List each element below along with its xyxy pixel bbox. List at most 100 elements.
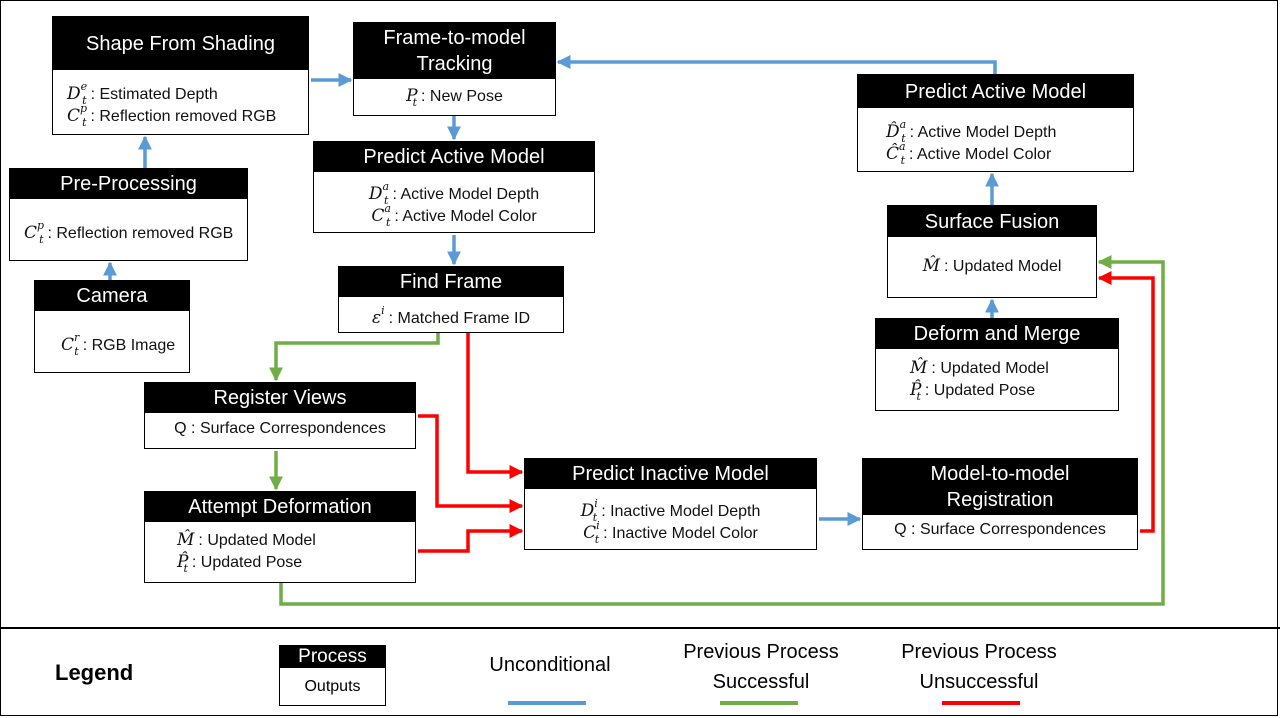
output-label: : Updated Pose — [191, 554, 303, 571]
output-row: Dat: Active Model Depth — [369, 180, 540, 207]
model-to-model-registration-node: Model-to-model Registration Q : Surface C… — [862, 458, 1138, 550]
node-title: Frame-to-model Tracking — [354, 23, 555, 79]
output-symbol: Dat — [368, 180, 390, 207]
output-row: M̂: Updated Model — [910, 358, 1118, 380]
legend-unconditional-line — [508, 701, 586, 705]
output-label: Q : Surface Correspondences — [174, 419, 386, 437]
output-row: M̂: Updated Model — [177, 530, 415, 552]
legend-unconditional-label: Unconditional — [489, 654, 611, 676]
legend-process-sample: Process Outputs — [279, 645, 386, 706]
legend-title: Legend — [55, 660, 134, 685]
legend-divider — [0, 627, 1280, 629]
find-frame-node: Find Frame εi: Matched Frame ID — [338, 266, 564, 333]
output-row: Dit: Inactive Model Depth — [581, 497, 761, 524]
node-title: Attempt Deformation — [145, 492, 415, 522]
m2m-to-fusion-arrow — [1097, 271, 1155, 533]
attempt-to-inactive-arrow — [418, 524, 524, 553]
predict-active-hat-to-tracking-arrow — [556, 55, 997, 74]
output-symbol: Cpt — [67, 102, 88, 129]
node-title: Predict Active Model — [858, 75, 1133, 108]
output-symbol: D̂at — [886, 117, 907, 145]
output-symbol: Cit — [583, 519, 600, 546]
legend-process-outputs: Outputs — [304, 677, 361, 695]
node-outputs: Q : Surface Correspondences — [863, 515, 1137, 549]
output-symbol: M̂ — [177, 530, 195, 550]
output-label: : Inactive Model Color — [603, 525, 758, 542]
output-symbol: M̂ — [922, 256, 940, 276]
output-row: Pt: New Pose — [406, 86, 503, 109]
node-outputs: Q : Surface Correspondences — [145, 413, 415, 448]
output-row: Q : Surface Correspondences — [894, 521, 1106, 543]
output-label: : Active Model Color — [909, 145, 1052, 163]
output-row: Q : Surface Correspondences — [174, 420, 386, 442]
output-label: : Updated Model — [931, 359, 1049, 377]
legend-success-label: Previous Process Successful — [683, 641, 839, 693]
output-label: : Active Model Depth — [392, 186, 540, 203]
legend-failure-line — [942, 701, 1020, 705]
node-title: Predict Active Model — [314, 142, 594, 172]
output-symbol: Cat — [371, 202, 391, 229]
output-symbol: Crt — [61, 330, 80, 358]
legend-process-title: Process — [280, 646, 385, 668]
output-symbol: P̂t — [910, 379, 922, 403]
output-symbol: εi — [371, 303, 385, 328]
output-label: : Updated Model — [944, 258, 1062, 275]
output-label: : Reflection removed RGB — [47, 224, 234, 242]
node-outputs: Pt: New Pose — [354, 79, 555, 115]
output-row: Cit: Inactive Model Color — [583, 519, 758, 546]
node-outputs: M̂: Updated Model — [888, 237, 1096, 297]
node-title: Model-to-model Registration — [863, 459, 1137, 515]
find-frame-to-register-arrow — [269, 333, 440, 382]
output-row: εi: Matched Frame ID — [371, 303, 531, 328]
register-to-inactive-arrow — [418, 414, 524, 513]
node-outputs: εi: Matched Frame ID — [339, 297, 563, 332]
output-symbol: P̂t — [177, 552, 189, 575]
node-outputs: Cpt: Reflection removed RGB — [10, 199, 247, 260]
output-label: : Updated Pose — [924, 381, 1036, 399]
output-row: Crt: RGB Image — [61, 331, 189, 358]
legend-success-line — [720, 701, 798, 705]
node-title: Surface Fusion — [888, 206, 1096, 237]
output-label: : RGB Image — [82, 336, 176, 354]
output-label: : Matched Frame ID — [388, 309, 531, 327]
node-title: Find Frame — [339, 267, 563, 297]
output-symbol: Det — [67, 80, 88, 107]
output-symbol: Dit — [580, 497, 598, 524]
node-outputs: Crt: RGB Image — [35, 311, 189, 372]
output-symbol: Pt — [406, 86, 418, 109]
node-title: Register Views — [145, 383, 415, 413]
node-title: Deform and Merge — [876, 319, 1118, 349]
output-symbol: Ĉat — [886, 139, 906, 167]
output-row: D̂at: Active Model Depth — [886, 118, 1133, 145]
attempt-to-fusion-arrow — [279, 255, 1165, 606]
register-views-node: Register Views Q : Surface Correspondence… — [144, 382, 416, 449]
output-label: : Reflection removed RGB — [90, 108, 277, 125]
output-label: : Updated Model — [198, 532, 316, 549]
output-label: : Inactive Model Depth — [601, 503, 761, 520]
node-title: Predict Inactive Model — [525, 459, 816, 489]
output-row: Ĉat: Active Model Color — [886, 140, 1133, 167]
output-row: Cpt: Reflection removed RGB — [67, 102, 308, 129]
output-label: : Estimated Depth — [90, 86, 218, 103]
node-title: Pre-Processing — [10, 169, 247, 199]
output-label: : New Pose — [421, 88, 503, 105]
output-row: P̂t: Updated Pose — [177, 552, 415, 575]
legend-failure-label: Previous Process Unsuccessful — [901, 641, 1057, 693]
output-symbol: Cpt — [24, 218, 45, 246]
